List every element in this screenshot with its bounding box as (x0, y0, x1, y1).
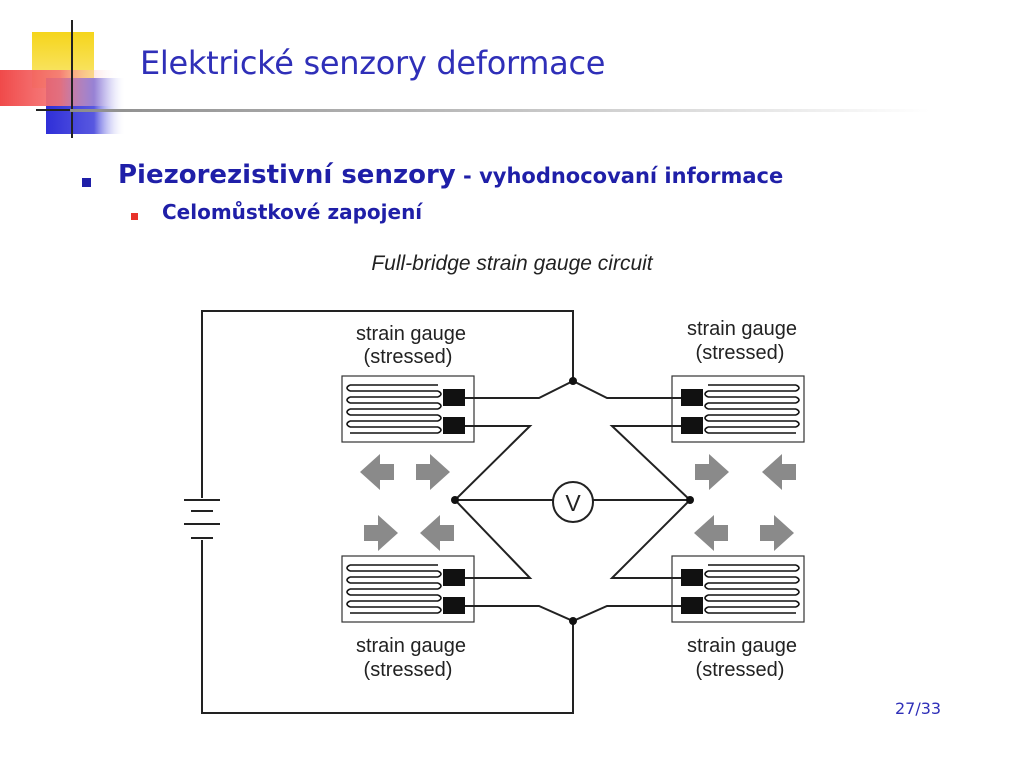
voltmeter-symbol: V (565, 490, 581, 516)
gauge-label-top-right-line2: (stressed) (696, 342, 785, 364)
battery-loop-wire (201, 310, 574, 714)
bullet-marker (82, 178, 91, 187)
sub-bullet-item: Celomůstkové zapojení (162, 200, 423, 224)
stress-arrows-left (360, 454, 454, 551)
strain-gauge-top-right (671, 375, 805, 443)
diagram-caption: Full-bridge strain gauge circuit (371, 252, 653, 275)
battery-icon (184, 499, 220, 539)
gauge-label-bottom-left-line1: strain gauge (356, 635, 466, 657)
gauge-label-top-right-line1: strain gauge (687, 318, 797, 340)
gauge-label-bottom-right-line2: (stressed) (696, 659, 785, 681)
gauge-label-top-left-line1: strain gauge (356, 323, 466, 345)
bullet-heading-suffix: - vyhodnocovaní informace (455, 164, 784, 188)
stress-arrows-right (694, 454, 796, 551)
bullet-heading: Piezorezistivní senzory (118, 160, 456, 190)
title-underline (70, 109, 930, 112)
gauge-label-top-left-line2: (stressed) (364, 346, 453, 368)
title-decoration (0, 20, 220, 138)
junction-dots (451, 377, 694, 625)
decor-red-band (0, 70, 120, 106)
strain-gauge-bottom-left (341, 555, 475, 623)
gauge-label-bottom-right-line1: strain gauge (687, 635, 797, 657)
strain-gauge-bottom-right (671, 555, 805, 623)
full-bridge-circuit-diagram: Full-bridge strain gauge circuit strain … (184, 252, 805, 714)
strain-gauge-top-left (341, 375, 475, 443)
sub-bullet-marker (131, 213, 138, 220)
slide-title: Elektrické senzory deformace (140, 44, 606, 82)
voltmeter-icon: V (552, 481, 594, 523)
gauge-label-bottom-left-line2: (stressed) (364, 659, 453, 681)
bullet-item: Piezorezistivní senzory - vyhodnocovaní … (118, 160, 783, 190)
page-number: 27/33 (895, 699, 942, 718)
